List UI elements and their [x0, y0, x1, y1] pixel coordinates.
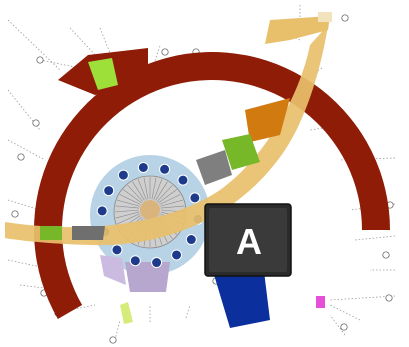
lavender-segment-left: [100, 255, 126, 285]
equipment-icon: [117, 169, 129, 181]
equipment-icon: [189, 192, 201, 204]
equipment-icon: [103, 185, 115, 197]
equipment-icon: [177, 174, 189, 186]
green-left-segment: [40, 226, 62, 240]
hub-spoke: [160, 205, 185, 209]
hub-spoke: [153, 178, 163, 200]
hub-spoke: [117, 199, 140, 207]
equipment-icon: [129, 255, 141, 267]
hub-spoke: [116, 213, 140, 225]
outer-ring-group: [33, 48, 390, 324]
gray-segment-left: [72, 226, 105, 240]
hub-spoke: [143, 177, 149, 200]
equipment-icon: [159, 163, 171, 175]
equipment-icon: [151, 257, 163, 269]
lavender-segment: [125, 262, 170, 292]
hub-spoke: [119, 194, 141, 205]
lime-segment: [88, 58, 118, 90]
node-marker: [161, 48, 169, 56]
hub-spoke: [127, 184, 144, 202]
node-marker: [17, 153, 25, 161]
green-segment: [222, 134, 260, 170]
node-marker: [340, 323, 348, 331]
equipment-icon: [137, 161, 149, 173]
hub-spoke: [115, 205, 140, 209]
node-marker: [109, 336, 117, 344]
hub-spoke: [115, 211, 140, 219]
magenta-segment: [316, 296, 325, 308]
node-marker: [382, 251, 390, 259]
equipment-icon: [111, 244, 123, 256]
hub-spoke: [151, 177, 157, 200]
node-marker: [385, 294, 393, 302]
lime-small-segment: [120, 302, 133, 324]
hub-spoke: [158, 189, 177, 204]
callout-label: A: [236, 221, 262, 262]
hub-spoke: [156, 184, 173, 202]
node-marker: [11, 210, 19, 218]
node-marker: [341, 14, 349, 22]
node-marker: [36, 56, 44, 64]
equipment-icon: [171, 249, 183, 261]
hub-center: [140, 200, 160, 220]
orange-segment: [245, 98, 290, 142]
hub-spoke: [114, 209, 140, 213]
hub-spoke: [137, 178, 147, 200]
hub-spoke: [155, 181, 168, 201]
equipment-icon: [185, 234, 197, 246]
outer-ring: [33, 51, 390, 320]
hub-spoke: [160, 199, 183, 207]
hub-spoke: [159, 194, 181, 205]
tan-band: [5, 25, 328, 246]
hub-spoke: [123, 189, 142, 204]
callout-box: A: [204, 203, 292, 277]
tan-band-top: [265, 16, 330, 44]
gray-segment: [196, 150, 232, 185]
node-marker: [32, 119, 40, 127]
tan-band-group: [5, 12, 332, 246]
hub-spoke: [132, 181, 145, 201]
equipment-icon: [96, 205, 108, 217]
tan-band-tip: [318, 12, 332, 22]
